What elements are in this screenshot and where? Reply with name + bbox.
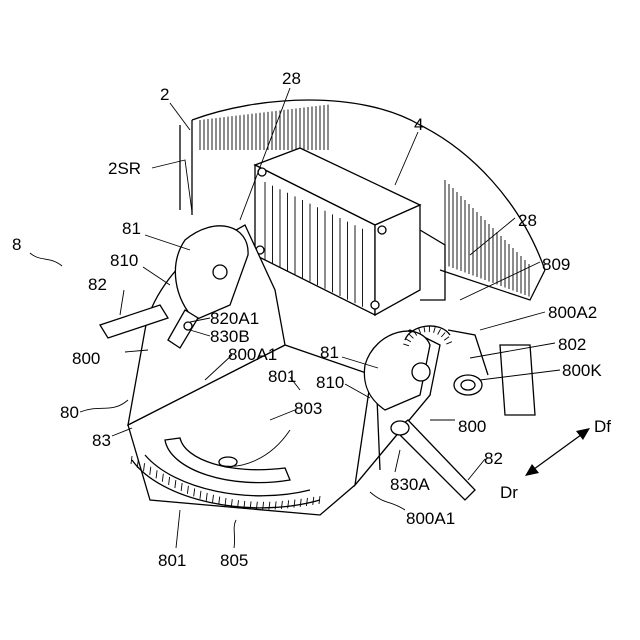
label-809: 809 — [542, 255, 570, 274]
label-801-mid: 801 — [268, 367, 296, 386]
label-82-right: 82 — [484, 449, 503, 468]
label-Dr: Dr — [500, 483, 518, 502]
label-830B: 830B — [210, 327, 250, 346]
label-803: 803 — [294, 399, 322, 418]
label-800A2: 800A2 — [548, 303, 597, 322]
label-800A1-top: 800A1 — [228, 345, 277, 364]
label-800-left: 800 — [72, 349, 100, 368]
label-800A1-bottom: 800A1 — [406, 509, 455, 528]
label-Df: Df — [594, 417, 611, 436]
device-4-box — [255, 148, 445, 315]
label-810-left: 810 — [110, 251, 138, 270]
label-83: 83 — [92, 431, 111, 450]
label-28-right: 28 — [518, 211, 537, 230]
label-28-top: 28 — [282, 69, 301, 88]
label-800-right: 800 — [458, 417, 486, 436]
label-800K: 800K — [562, 361, 602, 380]
label-8: 8 — [12, 235, 21, 254]
label-2: 2 — [160, 85, 169, 104]
label-80: 80 — [60, 403, 79, 422]
label-802: 802 — [558, 335, 586, 354]
label-2SR: 2SR — [108, 159, 141, 178]
label-81-left: 81 — [122, 219, 141, 238]
label-81-right: 81 — [320, 343, 339, 362]
label-805: 805 — [220, 551, 248, 570]
label-801-bottom: 801 — [158, 551, 186, 570]
label-820A1: 820A1 — [210, 309, 259, 328]
label-4: 4 — [414, 115, 423, 134]
label-810-right: 810 — [316, 373, 344, 392]
label-830A: 830A — [390, 475, 430, 494]
label-82-left: 82 — [88, 275, 107, 294]
direction-arrow — [525, 428, 590, 476]
